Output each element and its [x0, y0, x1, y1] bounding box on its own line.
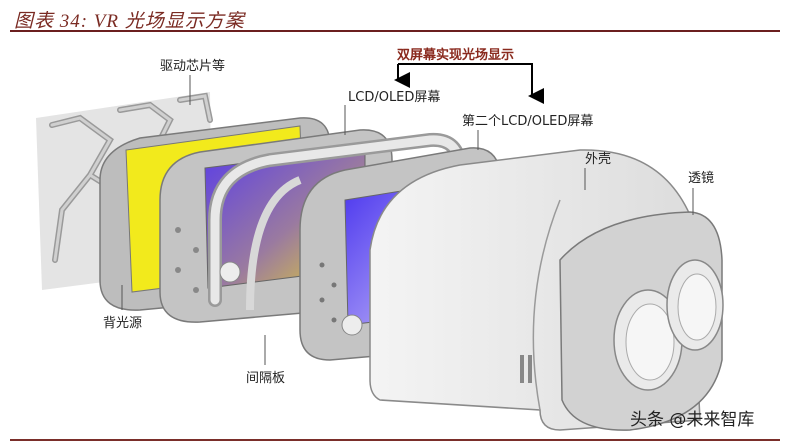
- dual-screen-annotation: 双屏幕实现光场显示: [397, 48, 515, 63]
- watermark: 头条 @未来智库: [630, 410, 755, 430]
- figure-title: 图表 34: VR 光场显示方案: [14, 11, 245, 32]
- label-lens: 透镜: [688, 171, 715, 186]
- title-rule: [10, 30, 780, 32]
- leader-lines: [121, 75, 694, 365]
- dual-screen-bracket: [394, 63, 544, 104]
- label-spacer: 间隔板: [246, 371, 286, 386]
- label-driver-chip: 驱动芯片等: [160, 59, 226, 74]
- label-backlight: 背光源: [103, 316, 143, 331]
- bottom-rule: [10, 439, 780, 441]
- lens: [559, 211, 724, 431]
- label-screen-1: LCD/OLED屏幕: [348, 90, 441, 105]
- label-shell: 外壳: [585, 152, 612, 167]
- label-screen-2: 第二个LCD/OLED屏幕: [462, 114, 594, 129]
